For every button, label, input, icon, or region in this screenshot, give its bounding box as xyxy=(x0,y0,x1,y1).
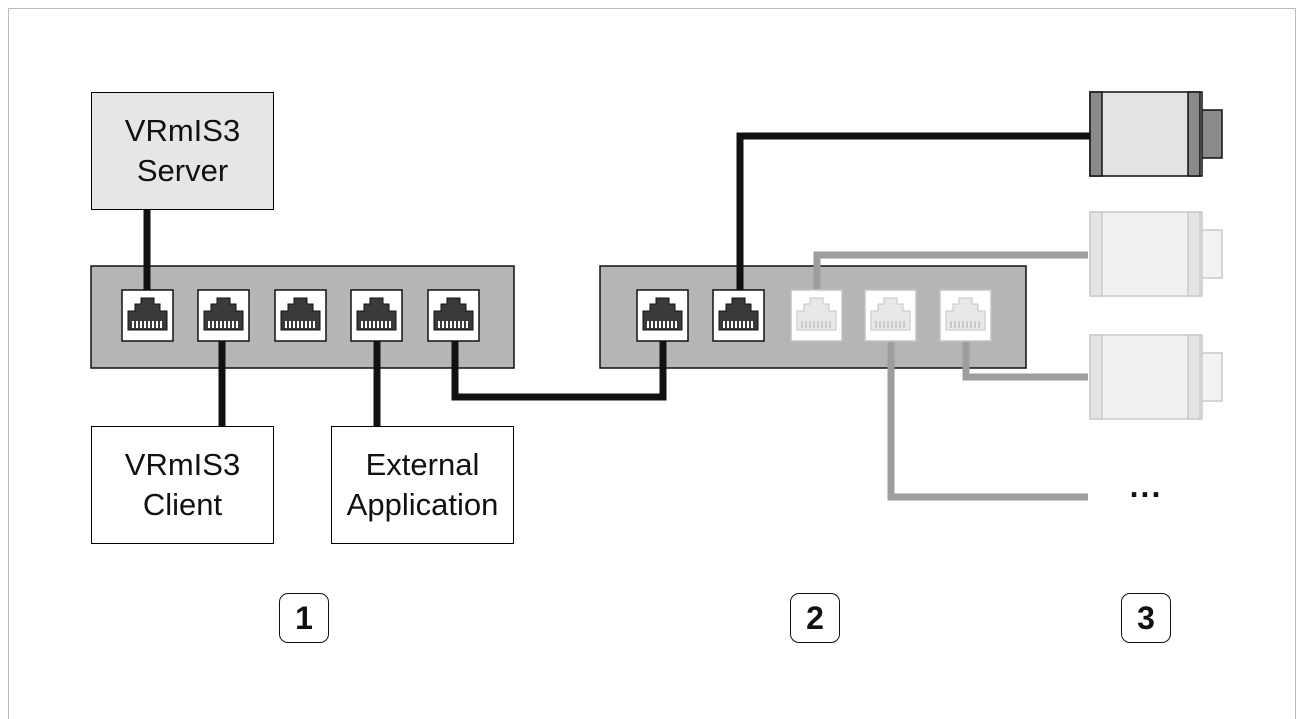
external-application-box: External Application xyxy=(331,426,514,544)
rj45-port-icon xyxy=(636,289,689,342)
client-label-line-1: VRmIS3 xyxy=(124,447,241,482)
uplink-cable xyxy=(451,318,667,401)
figure-frame xyxy=(8,8,1296,719)
client-label-line-2: Client xyxy=(142,487,223,522)
more-cameras-ellipsis: ... xyxy=(1129,468,1163,504)
server-box: VRmIS3 Server xyxy=(91,92,274,210)
rj45-port-icon xyxy=(864,289,917,342)
camera-cable xyxy=(736,132,1090,318)
badge-3: 3 xyxy=(1121,593,1171,643)
external-label-line-2: Application xyxy=(346,487,499,522)
rj45-port-icon xyxy=(121,289,174,342)
client-box: VRmIS3 Client xyxy=(91,426,274,544)
rj45-port-icon xyxy=(427,289,480,342)
badge-2: 2 xyxy=(790,593,840,643)
inactive-cable xyxy=(887,318,1088,501)
rj45-port-icon xyxy=(712,289,765,342)
camera-icon xyxy=(1089,211,1223,297)
badge-1: 1 xyxy=(279,593,329,643)
camera-icon xyxy=(1089,91,1223,177)
rj45-port-icon xyxy=(197,289,250,342)
rj45-port-icon xyxy=(790,289,843,342)
server-label-line-1: VRmIS3 xyxy=(124,113,241,148)
camera-icon xyxy=(1089,334,1223,420)
rj45-port-icon xyxy=(274,289,327,342)
rj45-port-icon xyxy=(350,289,403,342)
rj45-port-icon xyxy=(939,289,992,342)
external-label-line-1: External xyxy=(365,447,480,482)
server-label-line-2: Server xyxy=(136,153,229,188)
